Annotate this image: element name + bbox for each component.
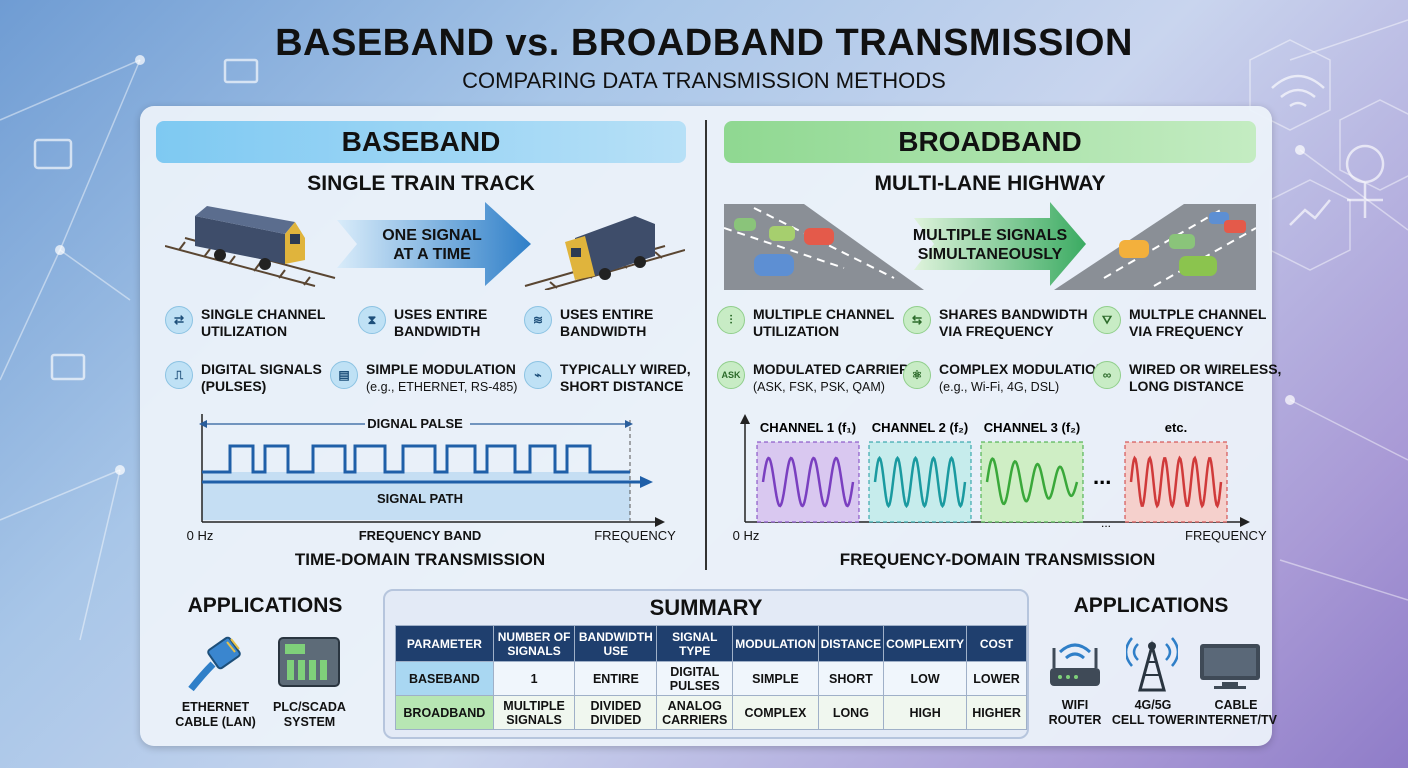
- signal-path-label: SIGNAL PATH: [377, 491, 463, 506]
- chip-icon: ▤: [330, 361, 358, 389]
- tv-label: CABLE INTERNET/TV: [1195, 698, 1277, 727]
- atom-icon: ⚛: [903, 361, 931, 389]
- ethernet-label: ETHERNET CABLE (LAN): [175, 700, 256, 729]
- channel-wave-1: [761, 456, 855, 508]
- cars-left: [734, 218, 834, 276]
- col-signals: NUMBER OF SIGNALS: [492, 625, 576, 662]
- summary-title: SUMMARY: [649, 595, 763, 620]
- channel-label-3: CHANNEL 3 (f₂): [984, 420, 1081, 435]
- broadband-feature-4: ASK MODULATED CARRIERS(ASK, FSK, PSK, QA…: [717, 361, 918, 396]
- x-start-label: 0 Hz: [186, 528, 214, 543]
- hourglass-icon: ⧗: [358, 306, 386, 334]
- channel-tick-2: f₂): [959, 529, 971, 530]
- channel-wave-3: [985, 457, 1079, 506]
- col-signal-type: SIGNAL TYPE: [656, 625, 734, 662]
- router-label: WIFI ROUTER: [1048, 698, 1102, 727]
- one-signal-arrow: [337, 202, 531, 286]
- broadband-feature-2: ⇆ SHARES BANDWIDTH VIA FREQUENCY: [903, 306, 1088, 340]
- col-modulation: MODULATION: [732, 625, 819, 662]
- broadband-feature-5: ⚛ COMPLEX MODULATION(e.g., Wi-Fi, 4G, DS…: [903, 361, 1106, 396]
- cell-tower-label: 4G/5G CELL TOWER: [1111, 698, 1195, 727]
- bb-x-start-label: 0 Hz: [732, 528, 760, 543]
- applications-left-heading: APPLICATIONS: [187, 594, 343, 617]
- channel-label-2: CHANNEL 2 (f₂): [872, 420, 969, 435]
- table-row: BASEBAND 1 ENTIRE DIGITAL PULSES SIMPLE …: [395, 661, 1027, 696]
- bb-x-end-label: FREQUENCY: [1185, 528, 1267, 543]
- broadband-channel-diagram: CHANNEL 1 (f₁) f₁) CHANNEL 2 (f₂) f₂) CHANNE…: [740, 414, 1250, 530]
- page-title: BASEBAND vs. BROADBAND TRANSMISSION: [275, 22, 1133, 64]
- channel-icon: ⇄: [165, 306, 193, 334]
- link-icon: ∞: [1093, 361, 1121, 389]
- col-distance: DISTANCE: [817, 625, 885, 662]
- broadband-banner: BROADBAND: [724, 121, 1256, 163]
- ask-icon: ASK: [717, 361, 745, 389]
- plc-label: PLC/SCADA SYSTEM: [273, 700, 346, 729]
- page-subtitle: COMPARING DATA TRANSMISSION METHODS: [462, 68, 946, 93]
- cell-tower-icon: [1126, 637, 1178, 692]
- router-icon: [1050, 643, 1100, 686]
- broadband-feature-6: ∞ WIRED OR WIRELESS, LONG DISTANCE: [1093, 361, 1281, 395]
- broadband-feature-1: ⫶ MULTIPLE CHANNEL UTILIZATION: [717, 306, 894, 340]
- table-row: BROADBAND MULTIPLE SIGNALS DIVIDED DIVID…: [395, 695, 1027, 730]
- signal-path-band: [202, 472, 630, 520]
- applications-right-heading: APPLICATIONS: [1073, 594, 1229, 617]
- baseband-feature-4: ⎍ DIGITAL SIGNALS (PULSES): [165, 361, 322, 395]
- pulse-label: DIGNAL PALSE: [367, 416, 463, 431]
- summary-panel: SUMMARY PARAMETER NUMBER OF SIGNALS BAND…: [383, 589, 1029, 739]
- broadband-analogy: MULTI-LANE HIGHWAY: [874, 172, 1106, 195]
- one-signal-text: ONE SIGNAL AT A TIME: [382, 227, 482, 263]
- digital-pulse-wave: [202, 444, 630, 474]
- baseband-feature-2: ⧗ USES ENTIRE BANDWIDTH: [358, 306, 487, 340]
- svg-text:...: ...: [1101, 516, 1111, 530]
- baseband-banner: BASEBAND: [156, 121, 686, 163]
- x-end-label: FREQUENCY: [594, 528, 676, 543]
- sliders-icon: ⫶: [717, 306, 745, 334]
- train-left-icon: [195, 206, 305, 270]
- cable-icon: ⌁: [524, 361, 552, 389]
- cars-right: [1119, 212, 1246, 276]
- multiple-signals-text: MULTIPLE SIGNALS SIMULTANEOUSLY: [912, 227, 1068, 263]
- channel-label-1: CHANNEL 1 (f₁): [760, 420, 856, 435]
- broadband-feature-3: ⛛ MULTPLE CHANNEL VIA FREQUENCY: [1093, 306, 1266, 340]
- bandwidth-icon: ≋: [524, 306, 552, 334]
- col-bandwidth: BANDWIDTH USE: [574, 625, 658, 662]
- multiple-signals-arrow: [914, 202, 1086, 286]
- summary-header-row: PARAMETER NUMBER OF SIGNALS BANDWIDTH US…: [395, 625, 1027, 662]
- shuffle-icon: ⇆: [903, 306, 931, 334]
- baseband-feature-6: ⌁ TYPICALLY WIRED, SHORT DISTANCE: [524, 361, 691, 395]
- train-illustration: [165, 202, 685, 290]
- baseband-signal-diagram: [199, 414, 665, 527]
- frequency-band-label: FREQUENCY BAND: [358, 528, 482, 543]
- ethernet-cable-icon: [188, 636, 241, 692]
- col-parameter: PARAMETER: [395, 625, 494, 662]
- baseband-feature-3: ≋ USES ENTIRE BANDWIDTH: [524, 306, 653, 340]
- highway-illustration: [724, 202, 1256, 290]
- summary-table: PARAMETER NUMBER OF SIGNALS BANDWIDTH US…: [395, 625, 1027, 730]
- channel-tick-1: f₁): [847, 529, 858, 530]
- col-cost: COST: [966, 625, 1027, 662]
- road-icon: ⛛: [1093, 306, 1121, 334]
- pulse-icon: ⎍: [165, 361, 193, 389]
- plc-icon: [278, 637, 340, 687]
- baseband-analogy: SINGLE TRAIN TRACK: [307, 172, 535, 195]
- col-complexity: COMPLEXITY: [883, 625, 968, 662]
- tv-icon: [1200, 644, 1260, 689]
- train-right-icon: [565, 216, 655, 280]
- channel-ellipsis: ...: [1093, 464, 1111, 489]
- channel-wave-4: [1129, 455, 1223, 509]
- channel-wave-2: [873, 455, 967, 509]
- frequency-domain-caption: FREQUENCY-DOMAIN TRANSMISSION: [839, 550, 1156, 569]
- baseband-feature-1: ⇄ SINGLE CHANNEL UTILIZATION: [165, 306, 325, 340]
- center-divider: [705, 120, 707, 570]
- channel-tick-3: f₃): [1071, 529, 1083, 530]
- baseband-feature-5: ▤ SIMPLE MODULATION(e.g., ETHERNET, RS-4…: [330, 361, 517, 396]
- time-domain-caption: TIME-DOMAIN TRANSMISSION: [294, 550, 546, 569]
- channel-label-4: etc.: [1165, 420, 1187, 435]
